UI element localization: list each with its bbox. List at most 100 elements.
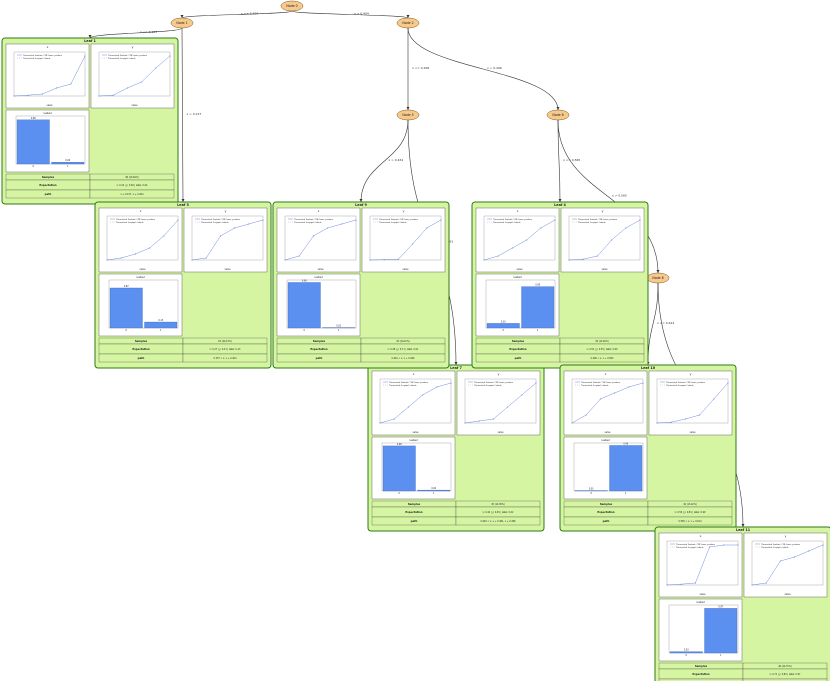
split-node-label: Node 0 xyxy=(286,4,297,8)
cdf-point xyxy=(383,259,385,261)
cdf-point xyxy=(765,582,767,584)
cdf-line xyxy=(13,55,86,97)
x-axis-label: value xyxy=(225,268,232,271)
cdf-line xyxy=(656,382,729,424)
bar-axes xyxy=(668,604,739,654)
legend-label: Theoretical (below): CDF from y-values xyxy=(294,218,333,221)
cdf-point xyxy=(177,219,179,221)
legend-label: Theoretical (below): CDF from y-values xyxy=(23,54,62,57)
legend-label: Theoretical (in-pipe): labels xyxy=(581,384,608,387)
arrow-head xyxy=(556,107,560,110)
bar xyxy=(287,282,321,329)
legend-label: Theoretical (in-pipe): labels xyxy=(761,546,788,549)
bar-plot-title: Label xyxy=(136,275,144,279)
edge-label: x <= 0.496 xyxy=(412,66,429,70)
cdf-point xyxy=(568,259,570,261)
cdf-plot-frame xyxy=(98,207,183,273)
table-value-cell xyxy=(182,353,268,363)
cdf-axes xyxy=(106,215,179,261)
cdf-point xyxy=(234,227,236,229)
arrow-head xyxy=(406,15,410,18)
bar-value-label: 0.03 xyxy=(684,649,689,652)
bar-category-label: 1 xyxy=(433,492,435,495)
cdf-point xyxy=(393,418,395,420)
cdf-point xyxy=(98,95,100,97)
leaf-title: Leaf 7 xyxy=(450,366,462,370)
x-axis-label: value xyxy=(318,268,325,271)
cdf-plot-frame xyxy=(560,207,645,273)
bar-plot-title: Label xyxy=(513,275,521,279)
cdf-point xyxy=(611,239,613,241)
cdf-plot-frame xyxy=(456,370,541,436)
cdf-axes xyxy=(656,378,729,424)
cdf-plot-title: y xyxy=(225,209,227,213)
cdf-point xyxy=(540,227,542,229)
cdf-line xyxy=(483,219,556,261)
arrow-head xyxy=(180,15,184,18)
table-row-value: 32 (10.22%) xyxy=(396,340,410,343)
edge-label: x > 0.496 xyxy=(487,66,502,70)
split-node-label: Node 5 xyxy=(402,113,413,117)
x-axis-label: value xyxy=(700,593,707,596)
cdf-point xyxy=(56,87,58,89)
legend-label: Theoretical (in-pipe): labels xyxy=(379,221,406,224)
cdf-line xyxy=(666,544,738,586)
cdf-point xyxy=(262,219,264,221)
cdf-plot-frame xyxy=(90,43,175,109)
cdf-point xyxy=(369,259,371,261)
leaf-title: Leaf 11 xyxy=(736,528,751,532)
cdf-point xyxy=(585,414,587,416)
cdf-plot-frame xyxy=(563,370,648,436)
cdf-point xyxy=(120,257,122,259)
table-row-value: 39 (12.46%) xyxy=(595,340,609,343)
legend-label: Theoretical (below): CDF from y-values xyxy=(201,218,240,221)
leaf-title: Leaf 4 xyxy=(554,203,566,207)
table-value-cell xyxy=(455,516,541,526)
bar-value-label: 0.99 xyxy=(302,279,307,282)
table-row-label: path xyxy=(515,356,522,360)
split-node xyxy=(280,0,304,12)
tree-edge xyxy=(181,27,184,203)
cdf-point xyxy=(478,420,480,422)
legend-label: Theoretical (below): CDF from y-values xyxy=(379,218,418,221)
table-row-value: 0.496 < x, x ≤ 0.565 xyxy=(591,357,615,360)
table-row-label: path xyxy=(411,519,418,523)
legend-label: Theoretical (in-pipe): labels xyxy=(578,221,605,224)
split-node-label: Node 1 xyxy=(176,21,187,25)
legend-label: Theoretical (below): CDF from y-values xyxy=(108,54,147,57)
legend-label: Theoretical (below): CDF from y-values xyxy=(578,218,617,221)
cdf-plot-title: x xyxy=(318,209,320,213)
cdf-point xyxy=(191,259,193,261)
cdf-point xyxy=(808,550,810,552)
bar-plot-title: Label xyxy=(601,438,609,442)
table-row-label: Expectation xyxy=(132,347,149,351)
bar-value-label: 0.87 xyxy=(124,285,129,288)
cdf-point xyxy=(723,544,725,546)
x-axis-label: value xyxy=(498,431,505,434)
legend-label: Theoretical (below): CDF from y-values xyxy=(389,381,428,384)
split-node xyxy=(396,17,420,29)
cdf-point xyxy=(625,227,627,229)
cdf-point xyxy=(554,219,556,221)
cdf-point xyxy=(596,255,598,257)
legend-label: Theoretical (in-pipe): labels xyxy=(389,384,416,387)
cdf-plot-title: y xyxy=(498,372,500,376)
cdf-line xyxy=(751,544,824,586)
bar-category-label: 1 xyxy=(537,329,539,332)
cdf-point xyxy=(312,235,314,237)
cdf-axes xyxy=(379,378,452,424)
cdf-point xyxy=(794,556,796,558)
cdf-point xyxy=(407,406,409,408)
x-axis-label: value xyxy=(140,268,147,271)
tree-edge xyxy=(407,27,559,111)
cdf-plot-frame xyxy=(743,532,828,598)
edge-label: x <= 0.157 xyxy=(140,30,157,34)
cdf-point xyxy=(440,219,442,221)
table-row-value: 63 (20.13%) xyxy=(218,340,232,343)
bar-category-label: 1 xyxy=(625,492,627,495)
